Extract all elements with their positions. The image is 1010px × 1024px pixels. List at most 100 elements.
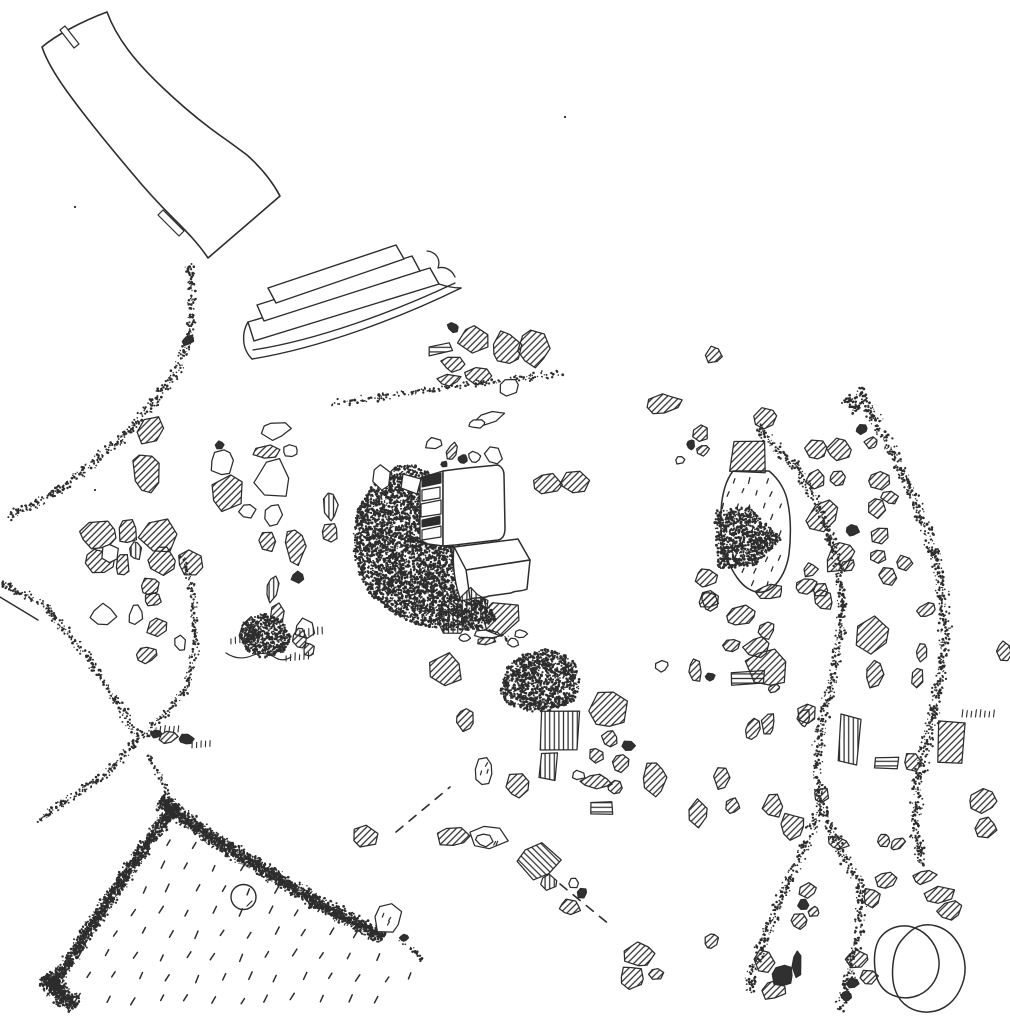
stone-v-114 <box>129 541 143 561</box>
stone-h-105 <box>477 636 497 646</box>
trail-left-mid <box>140 555 201 739</box>
stone-h-74 <box>688 658 702 682</box>
stone-d-141 <box>214 440 225 450</box>
stone-z-162 <box>590 801 614 815</box>
stone-h-104 <box>481 602 520 637</box>
stone-d-127 <box>290 570 305 584</box>
stone-h-157 <box>558 898 582 916</box>
stone-h-49 <box>915 601 936 618</box>
grass-comb-2 <box>159 725 180 733</box>
stone-h-26 <box>728 440 766 474</box>
stone-h-126 <box>284 529 307 567</box>
stone-d-148 <box>178 733 195 745</box>
grass-comb-1 <box>299 626 323 638</box>
stone-h-180 <box>874 871 898 889</box>
stone-h-30 <box>829 470 847 487</box>
stone-h-47 <box>896 554 914 572</box>
stone-h-17 <box>532 472 564 495</box>
structures <box>0 11 966 1013</box>
building-wing <box>400 473 422 495</box>
trench-dash-lower <box>559 883 611 926</box>
stone-h-89 <box>712 767 731 791</box>
stone-h-111 <box>115 553 130 576</box>
stone-h-137 <box>321 523 338 543</box>
stone-h-129 <box>144 591 162 607</box>
grass-comb-4 <box>961 709 995 718</box>
stone-h-70 <box>698 592 720 608</box>
stone-h-39 <box>694 568 719 588</box>
stone-h-176 <box>859 969 880 985</box>
stone-h-66 <box>890 837 907 851</box>
stone-h-51 <box>812 582 829 597</box>
stone-h-1 <box>456 325 489 354</box>
stone-h-164 <box>620 966 644 991</box>
stone-d-35 <box>845 524 861 537</box>
stone-h-36 <box>795 578 818 595</box>
stone-p-14 <box>483 446 503 465</box>
stone-h-67 <box>969 787 998 815</box>
building-strip-rect1 <box>421 486 441 502</box>
stone-h-150 <box>436 826 471 847</box>
stone-h-63 <box>780 812 805 841</box>
stone-h-56 <box>911 667 924 689</box>
stone-h-71 <box>757 621 775 640</box>
stone-h-145 <box>291 627 308 649</box>
stone-d-172 <box>797 898 810 911</box>
stone-h-167 <box>753 949 776 974</box>
stone-h-69 <box>995 640 1010 662</box>
stone-h-119 <box>252 444 281 459</box>
stone-h-61 <box>937 720 966 764</box>
stone-h-46 <box>869 549 887 564</box>
slab-outline <box>41 11 281 259</box>
grass-comb-5 <box>214 833 231 847</box>
stone-h-2 <box>492 330 523 365</box>
stone-h-81 <box>760 713 775 735</box>
stone-d-156 <box>576 887 588 899</box>
stone-p-13 <box>468 450 482 464</box>
stone-h-183 <box>936 900 963 921</box>
stone-p-155 <box>568 877 580 889</box>
ridge-apex-cap <box>155 792 181 821</box>
stone-h-33 <box>805 499 839 533</box>
stone-h-32 <box>880 490 900 505</box>
stone-h-171 <box>798 882 817 899</box>
stone-pd-95 <box>474 756 493 786</box>
stone-h-116 <box>178 549 204 576</box>
stone-h-50 <box>803 562 820 578</box>
stone-h-161 <box>607 779 623 795</box>
stone-d-140 <box>181 334 195 347</box>
ridge-right <box>171 806 387 943</box>
stone-h-18 <box>559 470 591 494</box>
trail-left-lower <box>1 580 142 823</box>
stone-h-85 <box>589 747 604 764</box>
stone-d-12 <box>457 454 468 464</box>
stone-d-42 <box>855 423 868 436</box>
stone-h-175 <box>844 949 869 969</box>
stone-p-120 <box>283 444 298 458</box>
pedestal-foot-left <box>242 321 253 360</box>
stone-scatter <box>78 322 1010 1002</box>
grass-comb-8 <box>349 915 367 930</box>
stone-v-93 <box>539 710 581 751</box>
wavy-line <box>225 652 292 661</box>
stone-h-166 <box>704 933 720 949</box>
stone-z-59 <box>873 756 900 770</box>
stone-h-72 <box>721 638 741 653</box>
stone-p-121 <box>260 422 292 442</box>
stone-v-154 <box>540 873 558 891</box>
left-edge-line <box>0 596 39 621</box>
stone-v-143 <box>266 575 280 604</box>
stone-h-146 <box>303 642 315 657</box>
stone-p-130 <box>89 602 118 626</box>
stone-h-108 <box>78 520 117 550</box>
stone-d-24 <box>686 439 696 451</box>
pedestal-curl-right <box>426 250 456 278</box>
arc-outer <box>855 386 954 867</box>
stray-specks <box>73 115 567 492</box>
stone-h-19 <box>704 345 723 364</box>
stone-h-90 <box>725 797 741 815</box>
trench-dashed-lines <box>395 786 611 926</box>
building-strip-rect3 <box>421 525 442 541</box>
stone-h-55 <box>915 643 928 663</box>
